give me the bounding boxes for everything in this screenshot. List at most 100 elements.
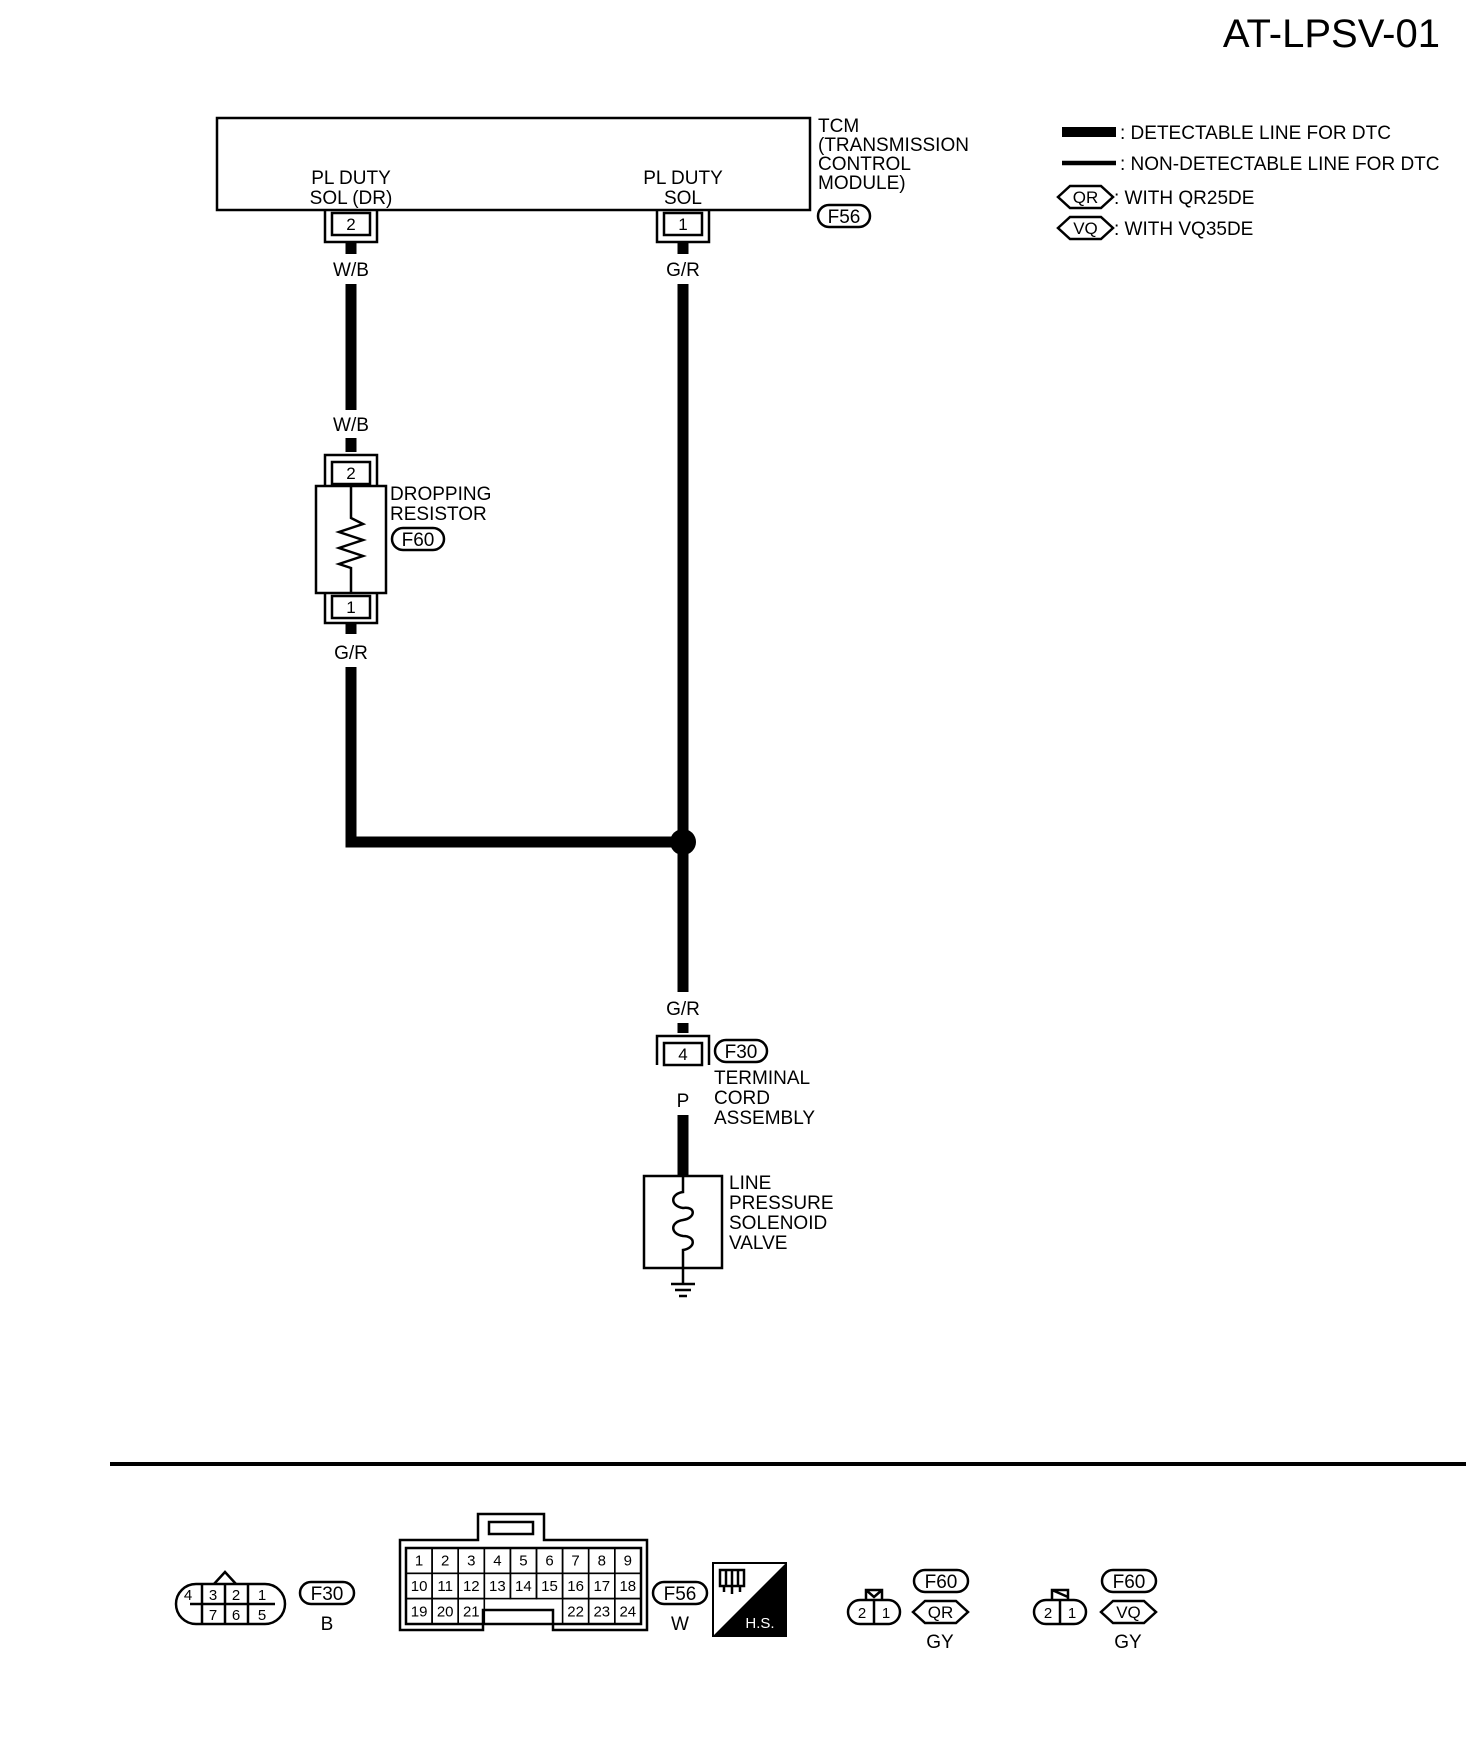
f60-vq-tag: VQ [1116, 1603, 1141, 1622]
harness-side-symbol: H.S. [712, 1562, 787, 1637]
f56-pin: 11 [437, 1578, 453, 1595]
f30-pin: 4 [184, 1587, 192, 1604]
tcm-pin-1: 1 [655, 210, 711, 244]
pl-duty-sol-dr-label: SOL (DR) [310, 188, 393, 209]
f56-pin: 22 [567, 1603, 584, 1620]
f56-pin: 23 [593, 1603, 610, 1620]
tcm-label-line: CONTROL [818, 154, 911, 175]
pl-duty-sol-label: SOL [664, 188, 702, 209]
f60-qr-pin: 2 [858, 1605, 866, 1622]
tcm-pin-2: 2 [323, 210, 379, 244]
tcm-connector-tag: F56 [816, 203, 872, 229]
f56-pin: 14 [515, 1578, 532, 1595]
solenoid-label-line: VALVE [729, 1233, 787, 1254]
solenoid-coil-icon [672, 1176, 694, 1268]
f56-pin: 19 [411, 1603, 428, 1620]
resistor-pin-2: 2 [323, 453, 379, 486]
f56-pin: 7 [571, 1553, 579, 1570]
resistor-pin-1: 1 [323, 593, 379, 625]
f56-pin: 24 [619, 1603, 636, 1620]
f60-qr-connector-id: F60 [925, 1572, 958, 1593]
f56-pin: 5 [519, 1553, 527, 1570]
wire-color-p: P [677, 1091, 690, 1112]
terminal-cord-connector-tag: F30 [713, 1038, 769, 1064]
resistor-pin-1-number: 1 [346, 598, 355, 617]
f56-pin: 8 [598, 1553, 606, 1570]
f56-pin: 3 [467, 1553, 475, 1570]
connector-face-f30: 4 3 2 1 7 6 5 F30 B [174, 1570, 356, 1635]
tcm-label-line: (TRANSMISSION [818, 135, 969, 156]
terminal-cord-label-line: ASSEMBLY [714, 1108, 815, 1129]
terminal-cord-pin-4: 4 [655, 1034, 711, 1067]
wire-color-wb-lower: W/B [333, 415, 369, 436]
f60-vq-color: GY [1114, 1632, 1142, 1653]
legend-qr: : WITH QR25DE [1114, 188, 1254, 209]
f56-pin: 15 [541, 1578, 558, 1595]
f30-pin: 2 [232, 1587, 240, 1604]
legend-non-detectable: : NON-DETECTABLE LINE FOR DTC [1120, 154, 1440, 175]
f30-pin: 3 [209, 1587, 217, 1604]
tcm-connector-id: F56 [828, 207, 861, 228]
f56-pin: 13 [489, 1578, 506, 1595]
tcm-label: TCM (TRANSMISSION CONTROL MODULE) [818, 116, 969, 194]
f30-pin: 1 [258, 1587, 266, 1604]
f60-vq-pin: 1 [1068, 1605, 1076, 1622]
f60-vq-connector-id: F60 [1113, 1572, 1146, 1593]
f30-pin: 6 [232, 1607, 240, 1624]
f56-pin: 6 [545, 1553, 553, 1570]
f60-qr-pin: 1 [882, 1605, 890, 1622]
f56-pin: 21 [463, 1603, 480, 1620]
pl-duty-sol-label: PL DUTY [643, 168, 723, 189]
f56-pin: 1 [415, 1553, 423, 1570]
qr-tag-shape [1056, 184, 1115, 210]
f56-pin: 2 [441, 1553, 449, 1570]
connector-face-f60-qr: 2 1 F60 QR GY [846, 1568, 970, 1653]
f56-pin: 18 [619, 1578, 636, 1595]
f30-pin: 5 [258, 1607, 266, 1624]
tcm-label-line: TCM [818, 116, 859, 137]
legend: : DETECTABLE LINE FOR DTC : NON-DETECTAB… [1056, 123, 1440, 241]
tcm-label-line: MODULE) [818, 173, 906, 194]
resistor-connector-id: F60 [402, 530, 435, 551]
harness-side-label: H.S. [745, 1615, 774, 1632]
vq-tag: VQ [1073, 219, 1098, 238]
ground-icon [671, 1268, 695, 1298]
f30-connector-id: F30 [311, 1584, 344, 1605]
f60-qr-color: GY [926, 1632, 954, 1653]
wire-gr-left [345, 667, 683, 848]
f60-qr-tag: QR [928, 1603, 954, 1622]
terminal-cord-label-line: TERMINAL [714, 1068, 810, 1089]
resistor-label-line: DROPPING [390, 484, 491, 505]
f56-pin: 4 [493, 1553, 501, 1570]
terminal-cord-pin-number: 4 [678, 1045, 687, 1064]
splice-point [670, 829, 696, 855]
wire-color-wb: W/B [333, 260, 369, 281]
tcm-pin-1-number: 1 [678, 215, 687, 234]
f56-pin-cell [613, 1597, 642, 1625]
resistor-zigzag-icon [335, 486, 367, 593]
connector-hand-icon [718, 1568, 746, 1594]
f56-color: W [671, 1614, 689, 1635]
tcm-box [215, 116, 812, 212]
f56-pin-cell [457, 1597, 486, 1625]
tcm-pin-2-number: 2 [346, 215, 355, 234]
legend-vq: : WITH VQ35DE [1114, 219, 1253, 240]
resistor-label-line: RESISTOR [390, 504, 487, 525]
f56-connector-tag: F56 W [651, 1580, 709, 1635]
solenoid-label-line: PRESSURE [729, 1193, 834, 1214]
wire-color-gr-lower: G/R [666, 999, 700, 1020]
legend-detectable: : DETECTABLE LINE FOR DTC [1120, 123, 1391, 144]
f60-vq-pin: 2 [1044, 1605, 1052, 1622]
terminal-cord-label-line: CORD [714, 1088, 770, 1109]
f30-color: B [321, 1614, 334, 1635]
resistor-connector-tag: F60 [390, 526, 446, 552]
qr-tag: QR [1073, 188, 1099, 207]
f56-pin: 10 [411, 1578, 428, 1595]
diagram-code: AT-LPSV-01 [1223, 12, 1440, 56]
connector-face-f60-vq: 2 1 F60 VQ GY [1032, 1568, 1158, 1653]
wire-color-gr-left: G/R [334, 643, 368, 664]
f56-connector-id: F56 [664, 1584, 697, 1605]
f56-pin: 20 [437, 1603, 454, 1620]
